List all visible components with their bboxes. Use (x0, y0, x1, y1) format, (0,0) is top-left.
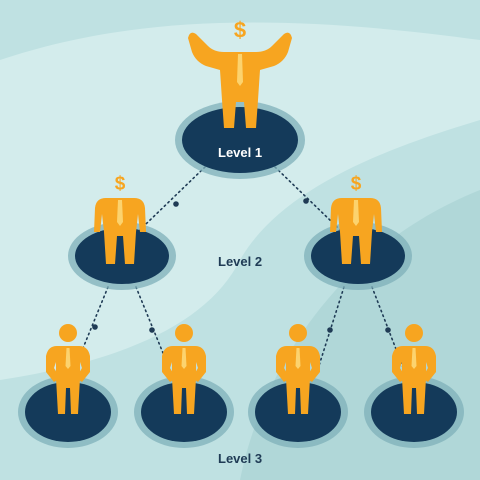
person-body (276, 346, 320, 414)
figures: $ $ $ (46, 18, 436, 414)
connector-5 (315, 286, 345, 376)
level-2-person-figure-right: $ (330, 174, 382, 264)
person-head (59, 324, 77, 342)
connector-line (89, 166, 206, 279)
tie-icon (65, 348, 71, 369)
platform-level-3-2-top (141, 382, 227, 442)
person-body (94, 198, 146, 264)
person-body (330, 198, 382, 264)
connector-bead (92, 324, 98, 330)
level-2-person-figure-left: $ (94, 174, 146, 264)
tie-icon (295, 348, 301, 369)
tie-icon (117, 200, 123, 226)
level-1-person-figure: $ (188, 18, 292, 128)
connector-6 (371, 286, 407, 376)
connector-bead (149, 327, 155, 333)
platform-level-3-3 (248, 376, 348, 448)
tie-icon (411, 348, 417, 369)
platform-level-3-1-top (25, 382, 111, 442)
dollar-head-icon: $ (234, 18, 246, 43)
connector-bead (327, 327, 333, 333)
platform-level-3-3-top (255, 382, 341, 442)
level-3-person-figure-2 (162, 324, 206, 414)
connector-bead (385, 327, 391, 333)
level-2-label: Level 2 (218, 254, 263, 269)
person-body (392, 346, 436, 414)
person-body (162, 346, 206, 414)
person-head (175, 324, 193, 342)
tie-icon (237, 54, 243, 86)
platform-level-2-left (68, 222, 176, 290)
platform-level-3-4 (364, 376, 464, 448)
person-body (46, 346, 90, 414)
platform-level-1 (175, 101, 305, 179)
level-3-person-figure-4 (392, 324, 436, 414)
tie-icon (181, 348, 187, 369)
connector-bead (173, 201, 179, 207)
platform-level-2-right-top (311, 228, 405, 284)
platform-level-3-2 (134, 376, 234, 448)
person-head (289, 324, 307, 342)
tie-icon (353, 200, 359, 226)
level-3-person-figure-1 (46, 324, 90, 414)
person-head (405, 324, 423, 342)
platforms (18, 101, 464, 448)
platform-level-2-left-top (75, 228, 169, 284)
level-3-person-figure-3 (276, 324, 320, 414)
level-1-label: Level 1 (218, 145, 263, 160)
connector-1 (89, 166, 206, 279)
dollar-head-icon: $ (351, 174, 362, 195)
dollar-head-icon: $ (115, 174, 126, 195)
connector-bead (303, 198, 309, 204)
platform-level-3-1 (18, 376, 118, 448)
level-3-label: Level 3 (218, 451, 263, 466)
platform-level-3-4-top (371, 382, 457, 442)
platform-level-2-right (304, 222, 412, 290)
background-swoosh-light (0, 22, 480, 380)
platform-level-1-top (182, 107, 298, 173)
